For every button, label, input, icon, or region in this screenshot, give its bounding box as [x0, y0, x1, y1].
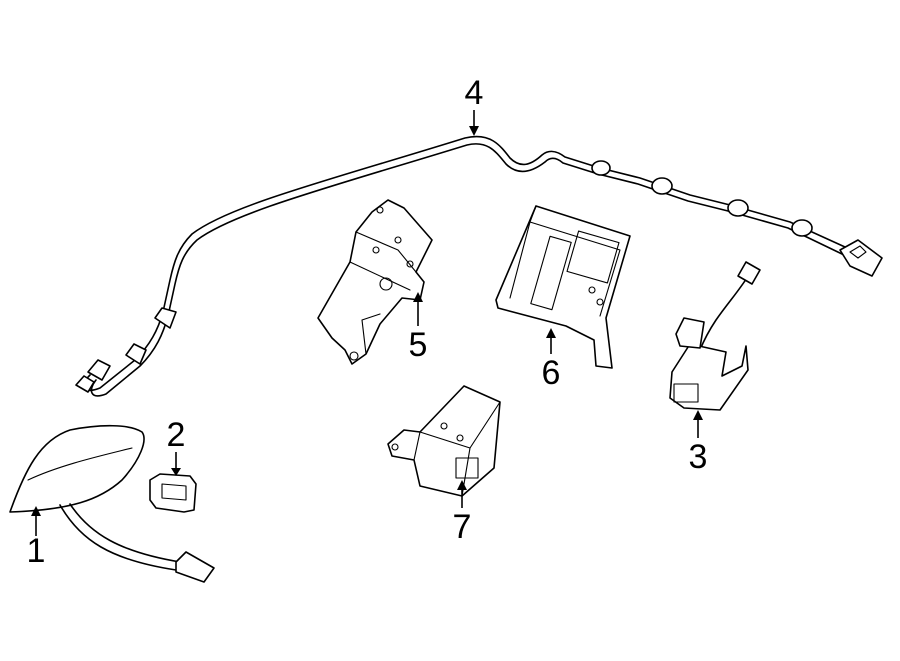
part-4-antenna-cable	[75, 135, 883, 397]
callout-leaders	[31, 110, 703, 536]
callout-4: 4	[465, 74, 484, 112]
part-3-connector	[669, 261, 761, 411]
part-7-module	[387, 385, 501, 497]
part-2-clip	[149, 473, 197, 513]
callout-6: 6	[542, 354, 561, 392]
part-6-bracket	[495, 205, 631, 369]
callout-2: 2	[167, 416, 186, 454]
callout-7: 7	[453, 508, 472, 546]
part-1-antenna	[9, 424, 215, 583]
callout-1: 1	[27, 532, 46, 570]
part-5-bracket	[317, 199, 433, 365]
callout-3: 3	[689, 438, 708, 476]
callout-5: 5	[409, 326, 428, 364]
